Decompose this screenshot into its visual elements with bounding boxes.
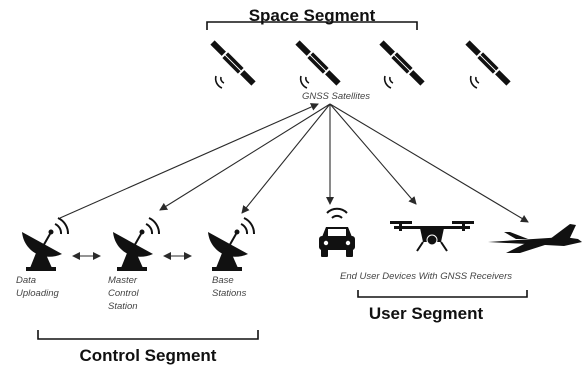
link-arrow-base — [241, 103, 331, 214]
satellite-dish-icon — [21, 217, 70, 272]
satellite-icon — [209, 39, 257, 89]
satellite-icon — [378, 39, 426, 89]
station-label-base-stations: Base Stations — [212, 275, 247, 299]
user-segment-title: User Segment — [369, 304, 484, 323]
space-segment-bracket — [206, 21, 418, 30]
jet-icon — [488, 224, 582, 253]
car-icon — [319, 207, 355, 257]
station-label-data-uploading: Data Uploading — [16, 275, 59, 299]
control-segment-bracket — [37, 330, 259, 340]
link-arrow-jet — [329, 103, 529, 223]
link-arrow-master — [159, 103, 331, 211]
drone-icon — [390, 221, 474, 252]
satellite-icon — [464, 39, 512, 89]
uplink-arrow — [59, 103, 319, 219]
satellite-icon — [294, 39, 342, 89]
satellite-dish-icon — [112, 217, 161, 272]
link-arrow-drone — [329, 103, 417, 205]
control-segment-title: Control Segment — [80, 346, 217, 365]
satellite-dish-icon — [207, 217, 256, 272]
end-user-devices-label: End User Devices With GNSS Receivers — [340, 271, 512, 282]
user-segment-bracket — [357, 290, 528, 298]
station-label-master-control: Master Control Station — [108, 275, 141, 312]
signal-links — [59, 103, 529, 223]
gnss-satellites-label: GNSS Satellites — [302, 91, 370, 102]
space-segment-title: Space Segment — [249, 6, 376, 25]
